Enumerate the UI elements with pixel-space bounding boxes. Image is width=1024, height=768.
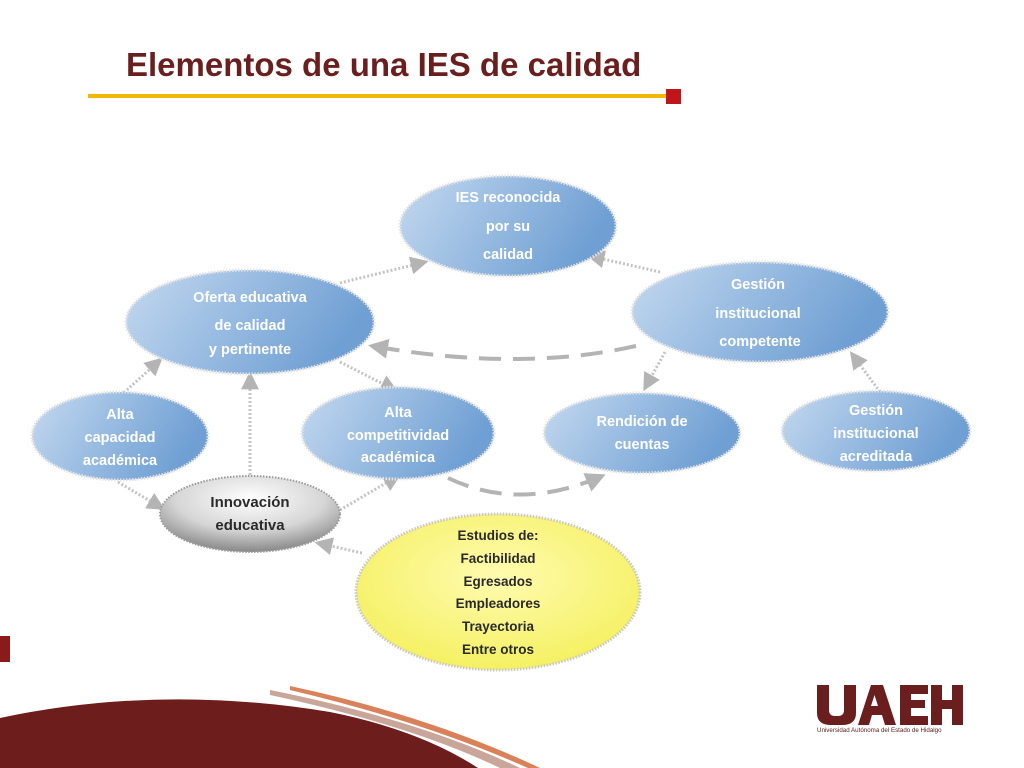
- logo-caption: Universidad Autónoma del Estado de Hidal…: [817, 727, 942, 734]
- footer-swoosh-orange: [290, 686, 540, 768]
- node-capacidad-line-2: capacidad: [85, 430, 156, 446]
- left-edge-tab: [0, 636, 10, 662]
- node-gestion-competente: Gestión institucional competente: [630, 260, 890, 364]
- node-estudios-line-5: Trayectoria: [462, 619, 535, 634]
- node-ies-line-3: calidad: [483, 247, 533, 263]
- slide-title: Elementos de una IES de calidad: [126, 46, 642, 83]
- node-gestion-line-1: Gestión: [731, 277, 785, 293]
- node-rendicion-line-1: Rendición de: [596, 414, 687, 430]
- node-ies-line-1: IES reconocida: [456, 190, 562, 206]
- connector-gestion-to-rendicion: [643, 351, 667, 392]
- node-oferta-line-1: Oferta educativa: [193, 290, 308, 306]
- dashed-arrow-competitividad-to-rendicion: [447, 473, 606, 497]
- footer-swoosh-light: [270, 690, 520, 768]
- node-ies-reconocida: IES reconocida por su calidad: [398, 174, 618, 278]
- uaeh-logo: [817, 685, 963, 725]
- node-competitividad-line-3: académica: [361, 450, 436, 466]
- node-gestion-line-3: competente: [719, 334, 800, 350]
- node-estudios-line-2: Factibilidad: [460, 551, 535, 566]
- node-acreditada-line-3: acreditada: [840, 449, 913, 465]
- connector-capacidad-to-innovacion: [117, 480, 166, 510]
- node-estudios-line-3: Egresados: [463, 574, 532, 589]
- node-competitividad-line-2: competitividad: [347, 428, 449, 444]
- node-estudios-line-4: Empleadores: [456, 596, 541, 611]
- dashed-curves: [368, 338, 637, 497]
- node-oferta-educativa: Oferta educativa de calidad y pertinente: [124, 268, 376, 376]
- node-alta-competitividad: Alta competitividad académica: [300, 385, 496, 481]
- node-estudios-line-6: Entre otros: [462, 642, 534, 657]
- connector-estudios-to-innovacion: [314, 537, 363, 555]
- node-rendicion-cuentas: Rendición de cuentas: [542, 391, 742, 475]
- node-competitividad-line-1: Alta: [384, 405, 412, 421]
- node-gestion-acreditada: Gestión institucional acreditada: [780, 389, 972, 473]
- node-innovacion-line-1: Innovación: [210, 494, 289, 511]
- node-oferta-line-3: y pertinente: [209, 342, 291, 358]
- node-alta-capacidad: Alta capacidad académica: [30, 390, 210, 482]
- connector-oferta-to-ies: [339, 256, 429, 285]
- footer-swoosh-maroon: [0, 699, 478, 768]
- node-capacidad-line-3: académica: [83, 453, 158, 469]
- node-oferta-line-2: de calidad: [215, 318, 286, 334]
- node-gestion-line-2: institucional: [715, 306, 800, 322]
- title-accent-square: [666, 89, 681, 104]
- node-capacidad-line-1: Alta: [106, 407, 134, 423]
- connector-innovacion-to-competitividad: [339, 474, 402, 512]
- node-innovacion-line-2: educativa: [215, 517, 285, 534]
- node-rendicion-line-2: cuentas: [615, 437, 670, 453]
- title-underline: [88, 94, 666, 98]
- node-acreditada-line-1: Gestión: [849, 403, 903, 419]
- node-estudios: Estudios de: Factibilidad Egresados Empl…: [354, 512, 642, 672]
- node-ies-line-2: por su: [486, 219, 530, 235]
- node-innovacion-educativa: Innovación educativa: [159, 475, 341, 553]
- node-estudios-line-1: Estudios de:: [457, 528, 538, 543]
- node-acreditada-line-2: institucional: [833, 426, 918, 442]
